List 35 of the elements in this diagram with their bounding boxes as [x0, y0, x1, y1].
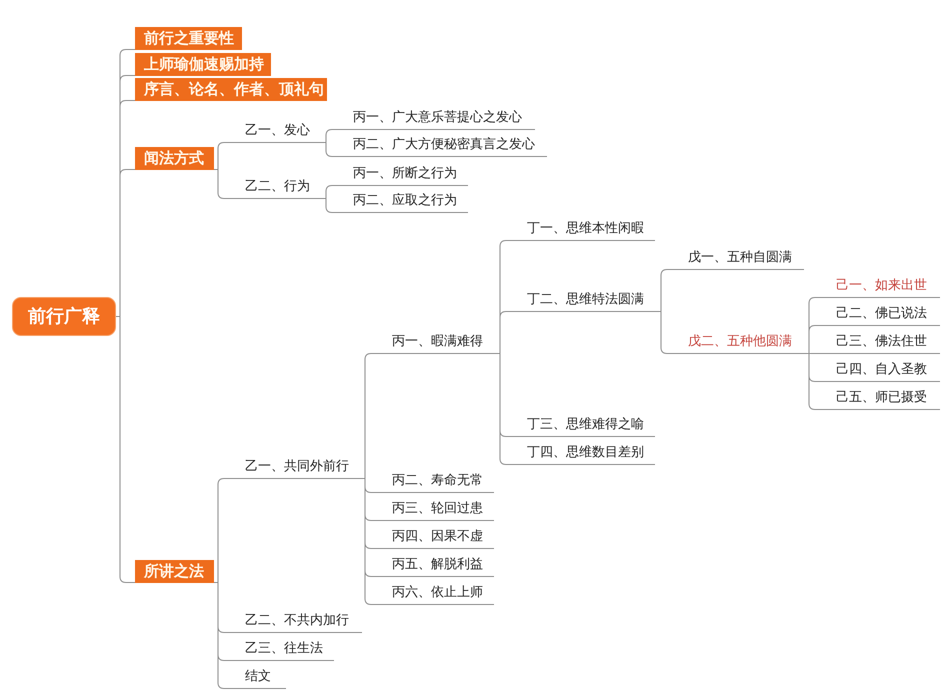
underlined-topic: 乙一、共同外前行: [224, 457, 361, 479]
underlined-topic: 乙二、不共内加行: [224, 611, 362, 633]
underlined-topic: 丙三、轮回过患: [371, 499, 494, 521]
underlined-topic: 丁三、思维难得之喻: [506, 415, 655, 437]
topic-box: 上师瑜伽速赐加持: [135, 53, 271, 76]
underlined-topic: 乙三、往生法: [224, 639, 334, 661]
underlined-topic: 丁二、思维特法圆满: [506, 290, 657, 312]
underlined-topic: 丁四、思维数目差别: [506, 443, 655, 465]
underlined-topic: 丙二、寿命无常: [371, 471, 494, 493]
underlined-topic: 戊一、五种自圆满: [667, 248, 804, 270]
underlined-topic: 丙四、因果不虚: [371, 527, 494, 549]
underlined-topic: 己一、如来出世: [815, 276, 940, 298]
topic-box: 序言、论名、作者、顶礼句: [135, 78, 327, 101]
underlined-topic: 丙二、广大方便秘密真言之发心: [332, 135, 547, 157]
underlined-topic: 丙一、所断之行为: [332, 164, 468, 186]
underlined-topic: 己四、自入圣教: [815, 360, 940, 382]
underlined-topic: 乙二、行为: [224, 177, 322, 199]
underlined-topic: 结文: [224, 667, 286, 689]
underlined-topic: 丙一、广大意乐菩提心之发心: [332, 108, 535, 130]
underlined-topic: 丙二、应取之行为: [332, 191, 468, 213]
underlined-topic: 丙一、暇满难得: [371, 332, 496, 354]
topic-box: 闻法方式: [135, 147, 214, 170]
topic-box: 前行之重要性: [135, 27, 242, 50]
underlined-topic: 己二、佛已说法: [815, 304, 940, 326]
connector-line: [322, 142, 332, 157]
underlined-topic: 丙六、依止上师: [371, 583, 494, 605]
underlined-topic: 戊二、五种他圆满: [667, 332, 805, 354]
underlined-topic: 己五、师已摄受: [815, 388, 940, 410]
connector-line: [322, 198, 332, 213]
underlined-topic: 丙五、解脱利益: [371, 555, 494, 577]
underlined-topic: 丁一、思维本性闲暇: [506, 219, 655, 241]
topic-box: 所讲之法: [135, 560, 214, 583]
underlined-topic: 乙一、发心: [224, 121, 322, 143]
underlined-topic: 己三、佛法住世: [815, 332, 940, 354]
root-topic-box: 前行广释: [12, 297, 116, 336]
